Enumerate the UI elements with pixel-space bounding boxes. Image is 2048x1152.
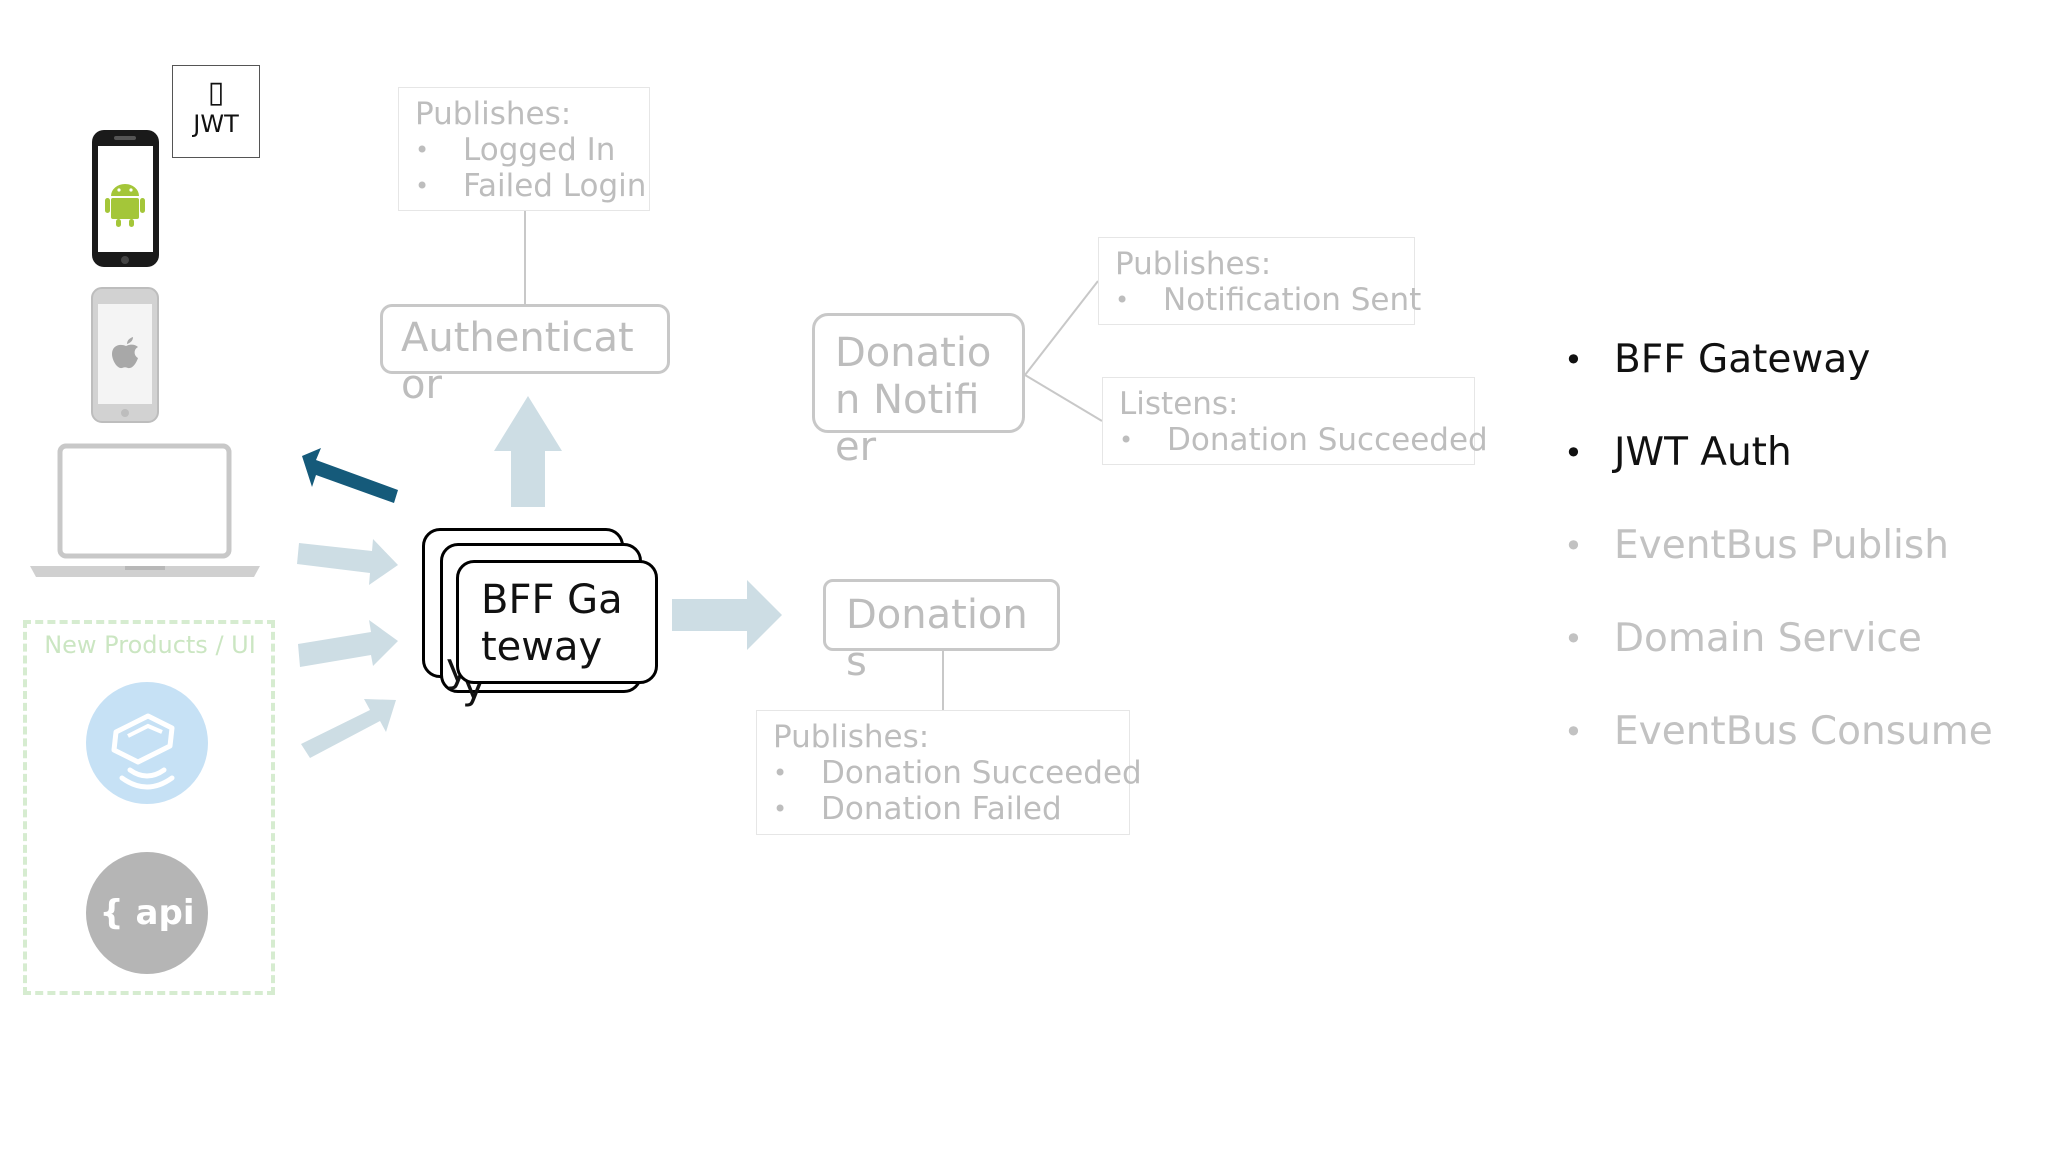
topic-item: JWT Auth xyxy=(1562,429,2032,522)
event-item: Donation Failed xyxy=(773,791,1113,827)
event-item: Donation Succeeded xyxy=(1119,422,1488,458)
laptop-icon xyxy=(30,443,260,577)
donations-service: Donations xyxy=(823,579,1060,685)
to-client-arrow xyxy=(302,448,398,503)
donation-notifier-service: Donation Notifier xyxy=(812,313,1025,470)
notifier-publishes-events: Publishes: Notification Sent xyxy=(1098,237,1421,325)
topic-list: BFF Gateway JWT Auth EventBus Publish Do… xyxy=(1562,336,2032,801)
topic-item: BFF Gateway xyxy=(1562,336,2032,429)
topic-item: EventBus Publish xyxy=(1562,522,2032,615)
service-label: Authenticator xyxy=(401,315,634,408)
event-item: Failed Login xyxy=(415,168,646,204)
event-heading: Listens: xyxy=(1119,386,1239,422)
jwt-token-badge: ▯ JWT xyxy=(172,65,260,158)
event-heading: Publishes: xyxy=(1115,246,1272,282)
event-heading: Publishes: xyxy=(415,96,572,132)
notifier-listens-events: Listens: Donation Succeeded xyxy=(1102,377,1488,465)
notifier-publish-connector xyxy=(1024,280,1099,376)
vr-headset-icon xyxy=(86,682,208,804)
notifier-listen-connector xyxy=(1024,374,1103,422)
new-products-group xyxy=(23,620,275,995)
event-item: Logged In xyxy=(415,132,633,168)
authenticator-events: Publishes: Logged In Failed Login xyxy=(398,87,650,211)
donations-events: Publishes: Donation Succeeded Donation F… xyxy=(756,710,1142,835)
event-item: Notification Sent xyxy=(1115,282,1421,318)
client-to-gateway-arrow-3 xyxy=(301,699,396,758)
client-to-gateway-arrow-2 xyxy=(298,620,398,667)
topic-item: Domain Service xyxy=(1562,615,2032,708)
service-label: BFF Gateway xyxy=(481,577,623,670)
gateway-to-auth-arrow xyxy=(494,396,562,507)
authenticator-service: Authenticator xyxy=(380,304,670,408)
android-phone-icon xyxy=(92,130,159,267)
client-to-gateway-arrow-1 xyxy=(297,539,398,585)
service-label: Donation Notifier xyxy=(835,330,992,470)
bff-gateway-service: BFF Gateway xyxy=(456,560,658,684)
event-heading: Publishes: xyxy=(773,719,930,755)
gateway-to-donations-arrow xyxy=(672,580,782,650)
topic-item: EventBus Consume xyxy=(1562,708,2032,801)
event-item: Donation Succeeded xyxy=(773,755,1142,791)
jwt-label: JWT xyxy=(193,110,239,138)
service-label: Donations xyxy=(846,592,1028,685)
iphone-icon xyxy=(91,287,159,423)
api-icon: { api } xyxy=(86,852,208,1055)
new-products-label: New Products / UI xyxy=(44,631,256,659)
file-icon: ▯ xyxy=(207,75,225,110)
